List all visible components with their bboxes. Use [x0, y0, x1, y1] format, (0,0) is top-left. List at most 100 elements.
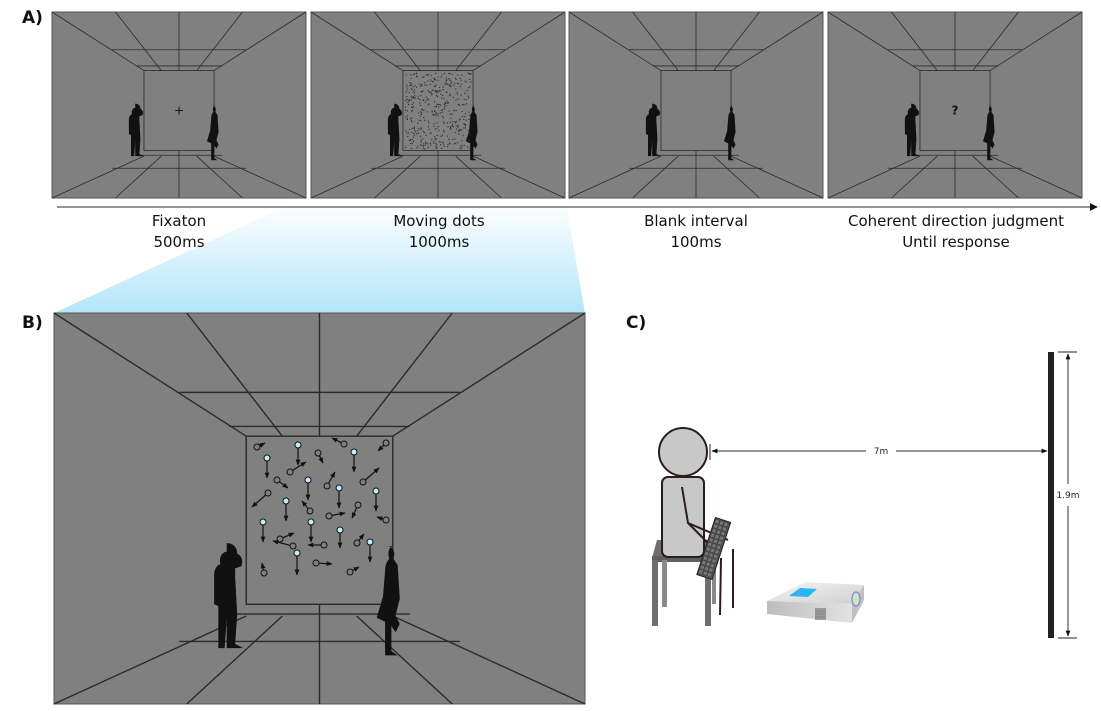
random-dot	[434, 138, 436, 140]
random-dot	[452, 121, 454, 123]
random-dot	[465, 113, 467, 115]
random-dot	[436, 96, 438, 98]
random-dot	[468, 87, 470, 89]
random-dot	[413, 73, 415, 75]
random-dot	[435, 114, 437, 116]
random-dot	[450, 128, 452, 130]
random-dot	[442, 117, 444, 119]
random-dot	[440, 141, 442, 143]
random-dot	[443, 108, 445, 110]
random-dot	[470, 73, 472, 75]
random-dot	[449, 113, 451, 115]
random-dot	[450, 121, 452, 123]
random-dot	[413, 102, 415, 104]
dot	[304, 476, 312, 484]
random-dot	[412, 96, 414, 98]
random-dot	[409, 99, 411, 101]
keyboard-key	[703, 566, 710, 572]
random-dot	[457, 142, 459, 144]
random-dot	[443, 122, 445, 124]
random-dot	[406, 98, 408, 100]
dot	[350, 448, 358, 456]
dot-motion-arrow	[318, 455, 324, 464]
dot	[320, 541, 328, 549]
keyboard-key	[711, 558, 717, 564]
dot	[293, 549, 301, 557]
noise-dot	[359, 467, 380, 486]
dot	[346, 568, 354, 576]
random-dot	[468, 111, 470, 113]
keyboard-key	[711, 543, 717, 549]
random-dot	[412, 140, 414, 142]
random-dot	[411, 110, 413, 112]
dot-motion-arrow	[279, 481, 289, 489]
random-dot	[460, 83, 462, 85]
random-dot	[436, 106, 438, 108]
random-dot	[457, 104, 459, 106]
random-dot	[411, 106, 413, 108]
keyboard-key	[711, 528, 717, 534]
random-dot	[446, 91, 448, 93]
random-dot	[406, 132, 408, 134]
random-dot	[408, 99, 410, 101]
random-dot	[468, 97, 470, 99]
keyboard-key	[702, 570, 708, 576]
random-dot	[428, 74, 430, 76]
random-dot	[436, 94, 438, 96]
dot	[286, 468, 294, 476]
random-dot	[416, 76, 418, 78]
dot	[372, 487, 380, 495]
random-dot	[435, 84, 437, 86]
random-dot	[428, 99, 430, 101]
random-dot	[412, 136, 414, 138]
random-dot	[448, 84, 450, 86]
random-dot	[445, 105, 447, 107]
random-dot	[428, 103, 430, 105]
zoom-wedge	[54, 203, 585, 313]
random-dot	[455, 88, 457, 90]
room-perspective-line	[392, 615, 586, 705]
random-dot	[421, 85, 423, 87]
random-dot	[432, 114, 434, 116]
random-dot	[422, 90, 424, 92]
random-dot	[469, 114, 471, 116]
random-dot	[444, 83, 446, 85]
random-dot	[452, 138, 454, 140]
random-dot	[462, 115, 464, 117]
random-dot	[460, 94, 462, 96]
noise-dot	[260, 562, 268, 577]
random-dot	[447, 122, 449, 124]
room-perspective-line	[374, 11, 421, 71]
random-dot	[441, 147, 443, 149]
dot-motion-arrow	[377, 444, 385, 452]
dot-motion-arrow	[364, 467, 380, 481]
keyboard-key	[702, 555, 708, 561]
back-wall-screen	[143, 70, 215, 151]
dot-motion-arrow	[352, 566, 360, 572]
random-dot	[443, 106, 445, 108]
random-dot	[456, 93, 458, 95]
random-dot	[450, 117, 452, 119]
random-dot	[456, 92, 458, 94]
random-dot	[420, 144, 422, 146]
dot-motion-arrow	[331, 511, 346, 517]
random-dot	[435, 90, 437, 92]
random-dot	[411, 117, 413, 119]
height-label: 1.9m	[1056, 491, 1079, 501]
noise-dot	[351, 501, 362, 519]
random-dot	[425, 134, 427, 136]
random-dot	[448, 78, 450, 80]
random-dot	[456, 125, 458, 127]
random-dot	[459, 77, 461, 79]
random-dot	[412, 86, 414, 88]
dot	[340, 440, 348, 448]
random-dot	[411, 103, 413, 105]
random-dot	[463, 144, 465, 146]
keyboard-key	[715, 529, 722, 535]
noise-dot	[331, 437, 348, 448]
random-dot	[435, 72, 437, 74]
random-dot	[427, 80, 429, 82]
dot-motion-arrow	[301, 500, 309, 510]
random-dot	[454, 121, 456, 123]
random-dot	[451, 73, 453, 75]
